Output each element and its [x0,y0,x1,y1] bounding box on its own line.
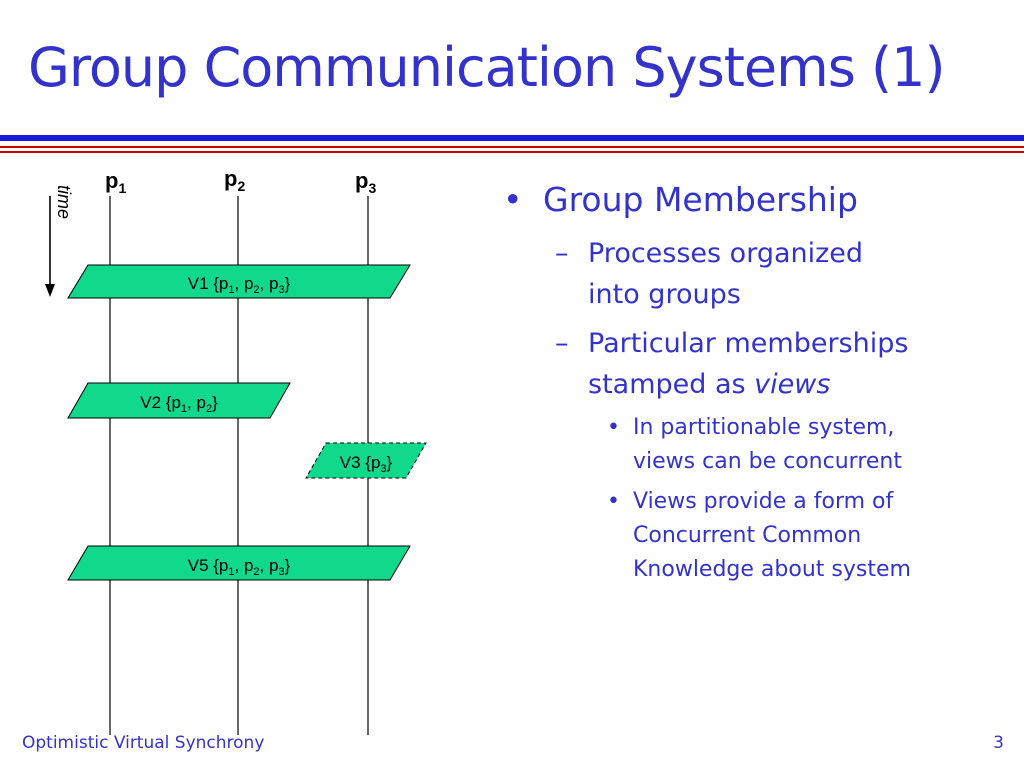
sub-bullet-text: Particular memberships stamped as views [588,323,988,405]
view-v3: V3 {p3} [305,442,427,479]
view-v1-shape [67,264,411,299]
process-label-p3: p3 [355,168,376,196]
bullet-text: Group Membership [543,180,858,219]
view-v5-label: V5 {p1, p2, p3} [188,556,291,578]
sub-bullet-prefix: Particular memberships stamped as [588,328,909,400]
view-v1-label: V1 {p1, p2, p3} [188,274,291,296]
view-v2-label: V2 {p1, p2} [140,393,218,415]
bullet-dot: • [607,489,620,514]
bullet-dot: • [503,180,523,219]
view-timeline-diagram: time p1 p2 p3 V1 {p1, p2, p3} V2 {p1, p2… [45,166,427,735]
view-v3-label: V3 {p3} [340,453,393,475]
sub-bullet-text: Processes organized into groups [588,238,864,310]
dash-marker: – [555,238,569,269]
rule-blue-line [0,135,1024,141]
sub-bullet-processes: – Processes organized into groups [555,233,975,315]
page-number: 3 [993,733,1004,753]
bullet-group-membership: • Group Membership [503,180,858,219]
process-label-p1: p1 [105,168,126,196]
view-v5-shape [67,545,411,581]
sub-sub-bullet-partitionable: • In partitionable system, views can be … [607,411,967,479]
time-arrow-head [45,284,55,297]
view-v2-shape [67,382,291,419]
view-v2: V2 {p1, p2} [67,382,291,419]
rule-red-line-1 [0,146,1024,148]
time-label: time [54,185,74,219]
bullet-dot: • [607,415,620,440]
sub-sub-bullet-common-knowledge: • Views provide a form of Concurrent Com… [607,485,967,587]
dash-marker: – [555,328,569,359]
process-labels: p1 p2 p3 [105,166,376,196]
slide-title: Group Communication Systems (1) [28,36,946,99]
view-v5: V5 {p1, p2, p3} [67,545,411,581]
view-v3-shape [305,442,427,479]
sub-sub-bullet-text: In partitionable system, views can be co… [633,415,902,474]
footer-title: Optimistic Virtual Synchrony [22,733,265,753]
sub-sub-bullet-text: Views provide a form of Concurrent Commo… [633,489,911,582]
views-emphasis: views [754,369,831,400]
view-v1: V1 {p1, p2, p3} [67,264,411,299]
sub-bullet-memberships: – Particular memberships stamped as view… [555,323,975,405]
process-label-p2: p2 [224,166,245,194]
rule-red-line-2 [0,151,1024,153]
